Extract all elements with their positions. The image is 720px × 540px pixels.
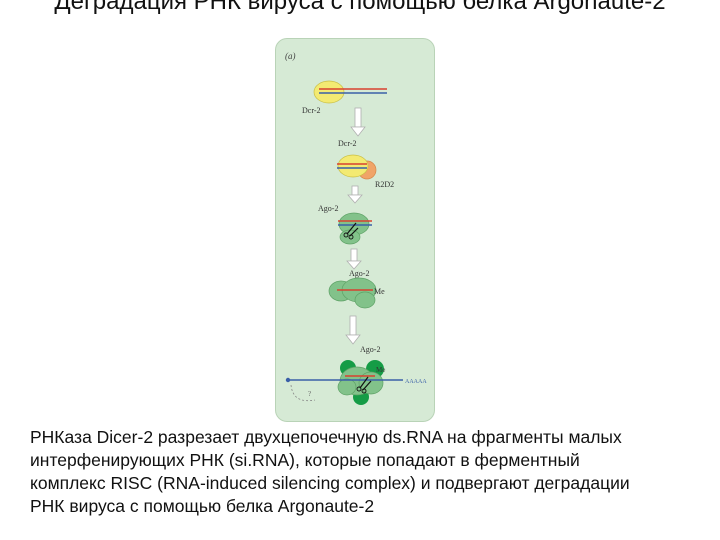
arrow-down-icon — [346, 248, 362, 270]
step-dicer-r2d2: Dcr-2 R2D2 — [337, 139, 394, 189]
arrow-down-icon — [350, 107, 366, 137]
step-ago2-loading: Ago-2 — [318, 204, 372, 245]
label-dcr2-a: Dcr-2 — [302, 106, 321, 115]
label-ago2-a: Ago-2 — [318, 204, 338, 213]
ago2-protein-lobe — [354, 291, 376, 309]
label-polya: AAAAA — [405, 379, 427, 385]
caption-line: РНК вируса с помощью белка Argonaute-2 — [30, 496, 375, 516]
panel-label: (a) — [285, 51, 296, 61]
caption: РНКаза Dicer-2 разрезает двухцепочечную … — [30, 426, 720, 518]
caption-line: РНКаза Dicer-2 разрезает двухцепочечную … — [30, 427, 622, 447]
step-mature-risc: Ago-2 Me — [328, 269, 385, 309]
arrow-down-icon — [347, 185, 363, 204]
label-me-a: Me — [374, 287, 385, 296]
dotted-path — [290, 384, 316, 402]
label-question: ? — [308, 390, 311, 398]
scissors-icon — [356, 376, 372, 394]
ago2-protein-lobe — [337, 378, 357, 396]
caption-line: интерфенирующих РНК (si.RNA), которые по… — [30, 450, 580, 470]
step-dicer-binding: Dcr-2 — [302, 80, 387, 115]
dicer-protein — [313, 80, 345, 104]
label-dcr2-b: Dcr-2 — [338, 139, 357, 148]
label-me-b: Me — [376, 366, 385, 374]
arrow-down-icon — [345, 315, 361, 345]
ago2-protein-lobe — [339, 229, 361, 245]
label-r2d2: R2D2 — [375, 180, 394, 189]
step-target-cleavage: Ago-2 Me AAAAA ? — [285, 345, 427, 405]
label-ago2-c: Ago-2 — [360, 345, 380, 354]
page-title: Деградация РНК вируса с помощью белка Ar… — [54, 0, 666, 15]
label-ago2-b: Ago-2 — [349, 269, 369, 278]
rnai-pathway-diagram: (a) Dcr-2 Dcr-2 R2D2 Ago-2 — [285, 51, 427, 405]
caption-line: комплекс RISC (RNA-induced silencing com… — [30, 473, 630, 493]
dicer-protein — [337, 154, 369, 178]
scissors-icon — [343, 222, 359, 240]
mrna-cap-icon — [285, 377, 291, 383]
